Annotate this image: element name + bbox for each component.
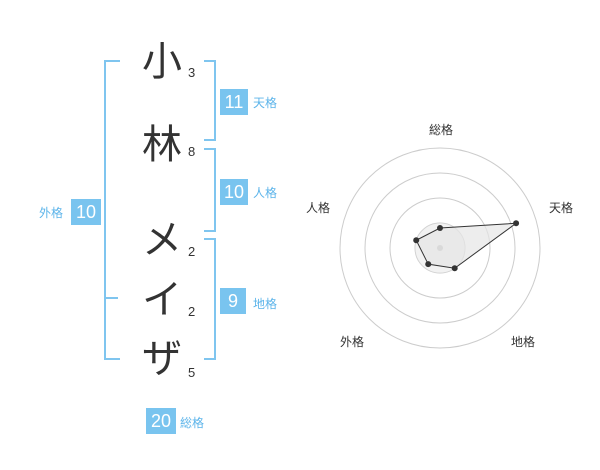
- chikaku-bracket: [204, 238, 216, 360]
- radar-points: [413, 220, 520, 272]
- name-char-1: 小: [142, 39, 182, 85]
- stroke-count-5: 5: [188, 365, 196, 380]
- gaikaku-label: 外格: [39, 206, 64, 220]
- radar-axis-chikaku: 地格: [511, 334, 535, 349]
- stroke-count-1: 3: [188, 65, 196, 80]
- stroke-count-2: 8: [188, 144, 196, 159]
- radar-point-2: [513, 220, 520, 227]
- radar-point-3: [451, 265, 458, 272]
- jinkaku-label: 人格: [253, 186, 278, 200]
- soukaku-score: 20: [146, 408, 176, 434]
- gaikaku-bracket: [104, 60, 120, 360]
- radar-axis-soukaku: 総格: [429, 122, 453, 137]
- stroke-count-4: 2: [188, 304, 196, 319]
- radar-ring: [389, 197, 491, 299]
- chikaku-score: 9: [220, 288, 246, 314]
- chikaku-label: 地格: [253, 297, 278, 311]
- tenkaku-score: 11: [220, 89, 248, 115]
- radar-point-5: [413, 237, 420, 244]
- jinkaku-bracket: [204, 148, 216, 232]
- radar-axis-jinkaku: 人格: [306, 200, 330, 215]
- radar-ring: [364, 172, 516, 324]
- radar-ring: [339, 147, 541, 349]
- gaikaku-score: 10: [71, 199, 101, 225]
- name-char-5: ザ: [142, 336, 182, 382]
- radar-axis-gaikaku: 外格: [340, 334, 364, 349]
- radar-axis-tenkaku: 天格: [549, 200, 573, 215]
- soukaku-label: 総格: [180, 416, 205, 430]
- tenkaku-bracket: [204, 60, 216, 141]
- stroke-count-3: 2: [188, 244, 196, 259]
- radar-point-4: [425, 261, 432, 268]
- name-char-3: メ: [142, 217, 182, 263]
- name-char-4: イ: [142, 277, 182, 323]
- gaikaku-bracket-divider: [104, 297, 118, 299]
- radar-value-area: [415, 222, 518, 269]
- tenkaku-label: 天格: [253, 96, 278, 110]
- jinkaku-score: 10: [220, 179, 248, 205]
- radar-point-1: [437, 225, 443, 231]
- name-char-2: 林: [142, 122, 182, 168]
